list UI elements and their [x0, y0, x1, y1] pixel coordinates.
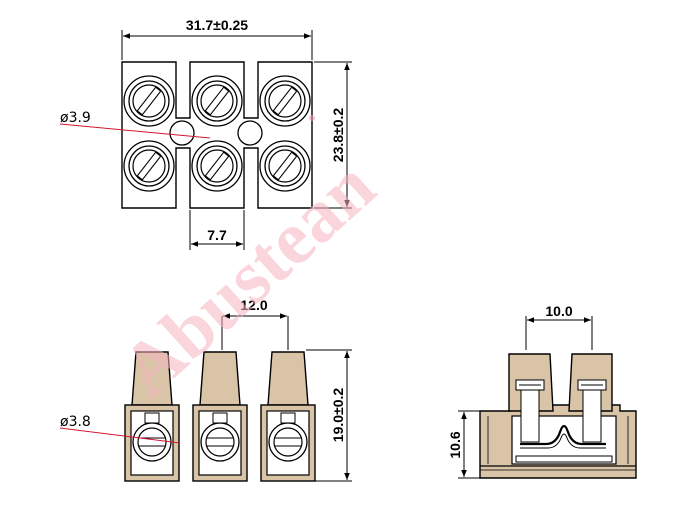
screw-icon	[191, 75, 243, 127]
front-hole-dim-label: ø3.8	[60, 414, 91, 430]
side-view-spring-clamp	[520, 424, 606, 446]
screw-icon	[123, 75, 175, 127]
front-pitch-dim-label: 12.0	[240, 297, 267, 313]
screw-icon	[259, 140, 311, 192]
front-view-cells	[124, 351, 316, 482]
top-height-dim-label: 23.8±0.2	[330, 108, 346, 163]
top-hole-dim-label: ø3.9	[60, 110, 91, 126]
top-view: 31.7±0.25 23.8±0.2 7.7 ø3.9	[59, 17, 352, 250]
screw-icon	[191, 140, 243, 192]
top-width-dim-label: 31.7±0.25	[186, 17, 248, 33]
screw-icon	[259, 75, 311, 127]
mounting-hole-right	[237, 120, 263, 146]
front-hole-leader	[59, 427, 181, 444]
side-pitch-dim-label: 10.0	[545, 303, 572, 319]
side-tower-right	[568, 353, 613, 443]
top-view-screws	[123, 75, 311, 192]
top-hole-leader	[59, 123, 211, 139]
mounting-hole-left	[169, 120, 195, 146]
side-view: 10.0 10.6	[447, 303, 637, 479]
side-tower-left	[508, 353, 554, 443]
screw-icon	[123, 140, 175, 192]
top-pitch-dim-label: 7.7	[207, 227, 227, 243]
side-height-dim-label: 10.6	[447, 431, 463, 458]
front-height-dim-label: 19.0±0.2	[330, 388, 346, 443]
front-view: 12.0 19.0±0.2 ø3.8	[59, 297, 352, 482]
front-terminal-cell	[124, 351, 180, 482]
front-terminal-cell	[260, 351, 316, 482]
front-terminal-cell	[192, 351, 248, 482]
